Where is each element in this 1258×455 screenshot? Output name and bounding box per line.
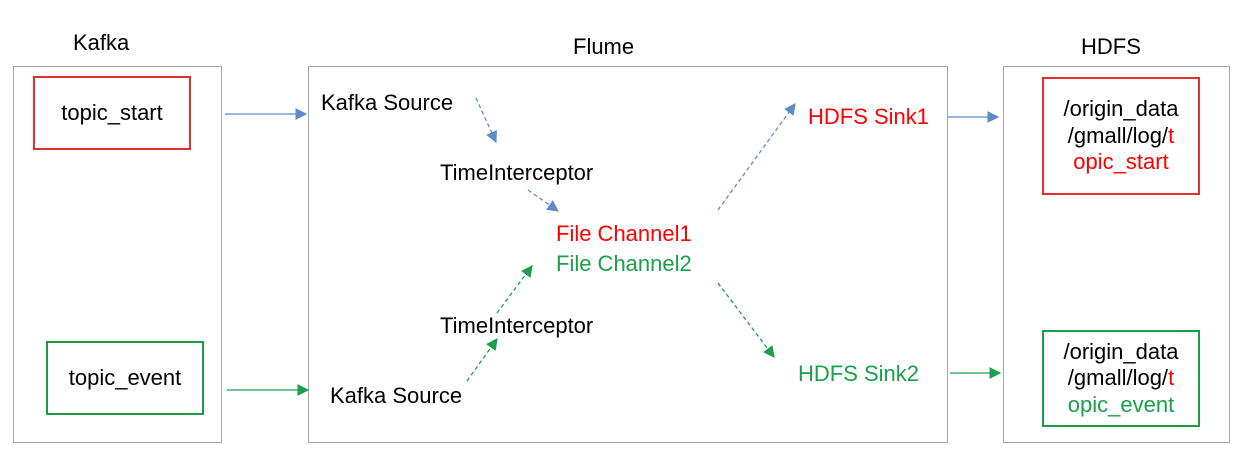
flume-title: Flume [573, 34, 635, 59]
hdfs-event-path-box: /origin_data /gmall/log/t opic_event [1042, 330, 1200, 427]
topic-start-box: topic_start [33, 76, 191, 150]
arrow-interceptor-to-channel1 [527, 189, 559, 212]
hdfs-event-path-line2-prefix: /gmall/log/ [1067, 365, 1169, 391]
flume-panel [308, 66, 948, 443]
hdfs-start-path-line2-suffix: t [1168, 122, 1175, 148]
hdfs-event-path-line3: opic_event [1067, 391, 1175, 417]
topic-event-label: topic_event [68, 364, 182, 390]
hdfs-start-path-box: /origin_data /gmall/log/t opic_start [1042, 77, 1200, 195]
hdfs-title: HDFS [1081, 34, 1141, 59]
file-channel2: File Channel2 [556, 251, 692, 276]
hdfs-event-path-line2-suffix: t [1168, 365, 1175, 391]
hdfs-event-path-line1: /origin_data [1063, 338, 1179, 364]
arrow-source-to-interceptor-bottom [466, 338, 498, 382]
arrow-channel1-to-sink1 [717, 103, 796, 211]
hdfs-start-path-line2-prefix: /gmall/log/ [1067, 122, 1169, 148]
hdfs-event-path-line2: /gmall/log/t [1064, 365, 1179, 391]
time-interceptor-top: TimeInterceptor [440, 160, 594, 185]
hdfs-start-path-line1: /origin_data [1063, 96, 1179, 122]
kafka-source-bottom: Kafka Source [330, 383, 463, 408]
arrow-source-to-interceptor-top [475, 97, 497, 144]
hdfs-sink1: HDFS Sink1 [808, 104, 930, 129]
file-channel1: File Channel1 [556, 221, 692, 246]
time-interceptor-bottom: TimeInterceptor [440, 313, 594, 338]
hdfs-start-path-line3: opic_start [1073, 149, 1169, 175]
hdfs-start-path-line2: /gmall/log/t [1064, 123, 1179, 149]
kafka-title: Kafka [73, 30, 130, 55]
hdfs-start-path: /origin_data /gmall/log/t opic_start [1064, 96, 1179, 175]
hdfs-sink2: HDFS Sink2 [798, 361, 920, 386]
arrow-channel2-to-sink2 [717, 282, 775, 358]
topic-event-box: topic_event [46, 341, 204, 415]
arrow-interceptor-to-channel2 [496, 265, 533, 314]
hdfs-event-path: /origin_data /gmall/log/t opic_event [1064, 339, 1179, 418]
topic-start-label: topic_start [61, 99, 163, 125]
kafka-source-top: Kafka Source [321, 90, 454, 115]
